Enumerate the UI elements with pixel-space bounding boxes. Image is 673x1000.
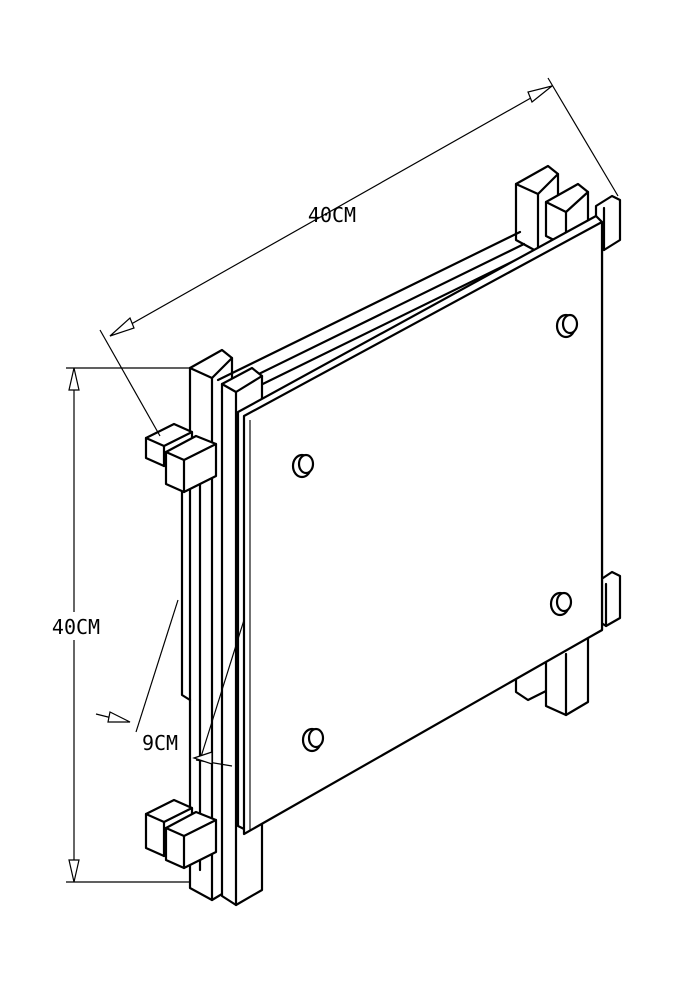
- dimension-depth: 9CM: [95, 599, 245, 767]
- height-dimension-label: 40CM: [52, 615, 100, 639]
- arrowhead-width-right: [527, 85, 553, 103]
- glass-panel-face: [242, 220, 604, 836]
- rail-top-back: [216, 230, 530, 404]
- arrowhead-depth-left: [107, 711, 131, 723]
- arrowhead-height-bottom: [68, 859, 80, 883]
- arrowhead-height-top: [68, 367, 80, 391]
- dimension-height: 40CM: [40, 367, 190, 883]
- arrowhead-depth-right: [192, 751, 213, 765]
- screw-bottom-left: [301, 727, 325, 753]
- arrowhead-width-left: [109, 316, 135, 337]
- rail-side-left: [180, 478, 202, 872]
- dimension-width: 40CM: [99, 77, 619, 437]
- screw-top-right: [555, 313, 579, 339]
- glass-panel: [236, 214, 604, 836]
- screw-top-left: [291, 453, 315, 479]
- screw-bottom-right: [549, 591, 573, 617]
- width-dimension-label: 40CM: [308, 203, 356, 227]
- depth-dimension-label: 9CM: [142, 731, 178, 755]
